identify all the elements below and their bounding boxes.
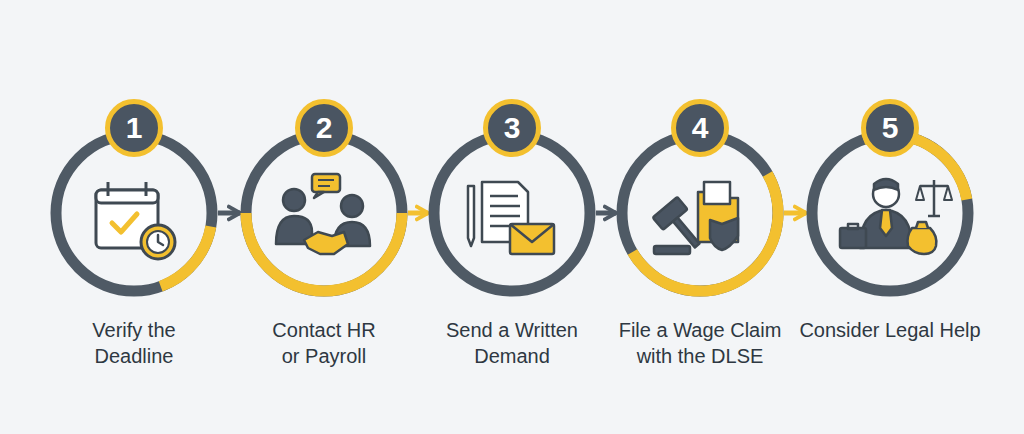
letter-icon-part — [468, 186, 474, 246]
step-number: 5 — [882, 113, 899, 143]
handshake-icon-part — [318, 185, 330, 187]
letter-icon-part — [490, 195, 518, 198]
calendar-icon-part — [158, 235, 163, 245]
calendar-icon-part — [147, 231, 169, 253]
lawyer-icon-part — [908, 228, 937, 254]
calendar-icon — [96, 182, 175, 259]
handshake-icon-part — [314, 192, 324, 198]
lawyer-icon-part — [880, 210, 892, 236]
ring-stroke — [434, 135, 590, 291]
letter-icon-part — [490, 215, 520, 218]
handshake-icon-part — [318, 179, 334, 181]
handshake-icon-part — [341, 195, 363, 217]
step-label: Verify the Deadline — [59, 317, 209, 369]
lawyer-icon-part — [916, 186, 924, 200]
lawyer-icon-part — [848, 224, 858, 229]
flow-arrow — [596, 211, 616, 216]
letter-icon-part — [510, 224, 554, 242]
step-label: Contact HR or Payroll — [262, 317, 387, 369]
ring-accent — [241, 213, 408, 297]
handshake-icon — [276, 174, 370, 254]
step-number: 1 — [126, 113, 143, 143]
calendar-icon-part — [145, 182, 148, 196]
gavel-icon — [653, 182, 738, 256]
step-label: File a Wage Claim with the DLSE — [613, 317, 788, 369]
step-number: 3 — [504, 113, 521, 143]
gavel-icon-part-part — [673, 218, 699, 248]
handshake-icon-part — [304, 232, 348, 254]
lawyer-icon — [840, 179, 952, 254]
step-circle: 5Consider Legal Help — [806, 129, 974, 297]
gavel-icon-part — [704, 182, 730, 204]
ring-accent — [628, 171, 784, 296]
ring-accent — [159, 226, 216, 292]
calendar-icon-part — [141, 225, 175, 259]
number-badge: 4 — [671, 99, 729, 157]
step-circle: 3Send a Written Demand — [428, 129, 596, 297]
letter-icon-part — [490, 205, 520, 208]
step-circle: 1Verify the Deadline — [50, 129, 218, 297]
gavel-icon-part — [654, 246, 690, 254]
flow-arrow — [218, 211, 240, 216]
lawyer-icon-part — [944, 186, 952, 200]
letter-icon-part — [510, 224, 554, 254]
flow-arrow — [784, 211, 806, 216]
number-badge: 1 — [105, 99, 163, 157]
letter-icon — [468, 182, 554, 254]
lawyer-icon-part — [874, 179, 898, 190]
calendar-icon-part — [107, 182, 110, 196]
step-number: 4 — [692, 113, 709, 143]
letter-icon-part — [490, 225, 510, 228]
handshake-icon-part — [283, 189, 305, 211]
calendar-icon-part — [96, 190, 158, 203]
number-badge: 5 — [861, 99, 919, 157]
gavel-icon-part — [710, 218, 738, 250]
number-badge: 2 — [295, 99, 353, 157]
step-label: Send a Written Demand — [432, 317, 592, 369]
lawyer-icon-part — [860, 210, 912, 248]
lawyer-icon-part — [916, 222, 928, 228]
number-badge: 3 — [483, 99, 541, 157]
lawyer-icon-part — [840, 228, 866, 248]
flow-arrow — [408, 211, 428, 216]
lawyer-icon-part — [928, 215, 940, 218]
step-label: Consider Legal Help — [785, 317, 995, 343]
step-circle: 4File a Wage Claim with the DLSE — [616, 129, 784, 297]
handshake-icon-part — [312, 174, 340, 192]
step-circle: 2Contact HR or Payroll — [240, 129, 408, 297]
calendar-icon-part — [112, 214, 137, 232]
lawyer-icon-part — [920, 185, 948, 188]
gavel-icon-part — [653, 197, 710, 256]
step-number: 2 — [316, 113, 333, 143]
